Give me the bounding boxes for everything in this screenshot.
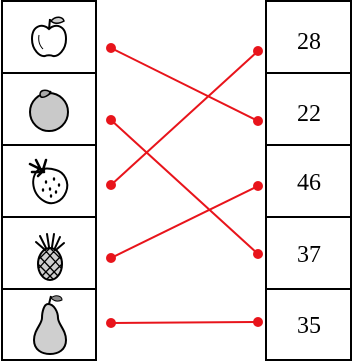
connection-line-4 [111,186,258,258]
right-dot-5[interactable] [253,317,263,327]
number-3: 46 [297,170,321,196]
connections [106,43,263,328]
left-dot-3[interactable] [106,180,116,190]
connection-line-2 [111,120,258,254]
left-dot-1[interactable] [106,43,116,53]
number-2: 22 [297,101,321,127]
right-dot-3[interactable] [253,181,263,191]
right-dot-1[interactable] [253,46,263,56]
number-4: 37 [297,242,321,268]
connection-line-3 [111,51,258,185]
left-dot-5[interactable] [106,318,116,328]
right-dot-2[interactable] [253,116,263,126]
right-dot-4[interactable] [253,249,263,259]
left-dot-2[interactable] [106,115,116,125]
connection-line-1 [111,48,258,121]
left-dot-4[interactable] [106,253,116,263]
number-1: 28 [297,29,321,55]
connection-line-5 [111,322,258,323]
number-5: 35 [297,313,321,339]
